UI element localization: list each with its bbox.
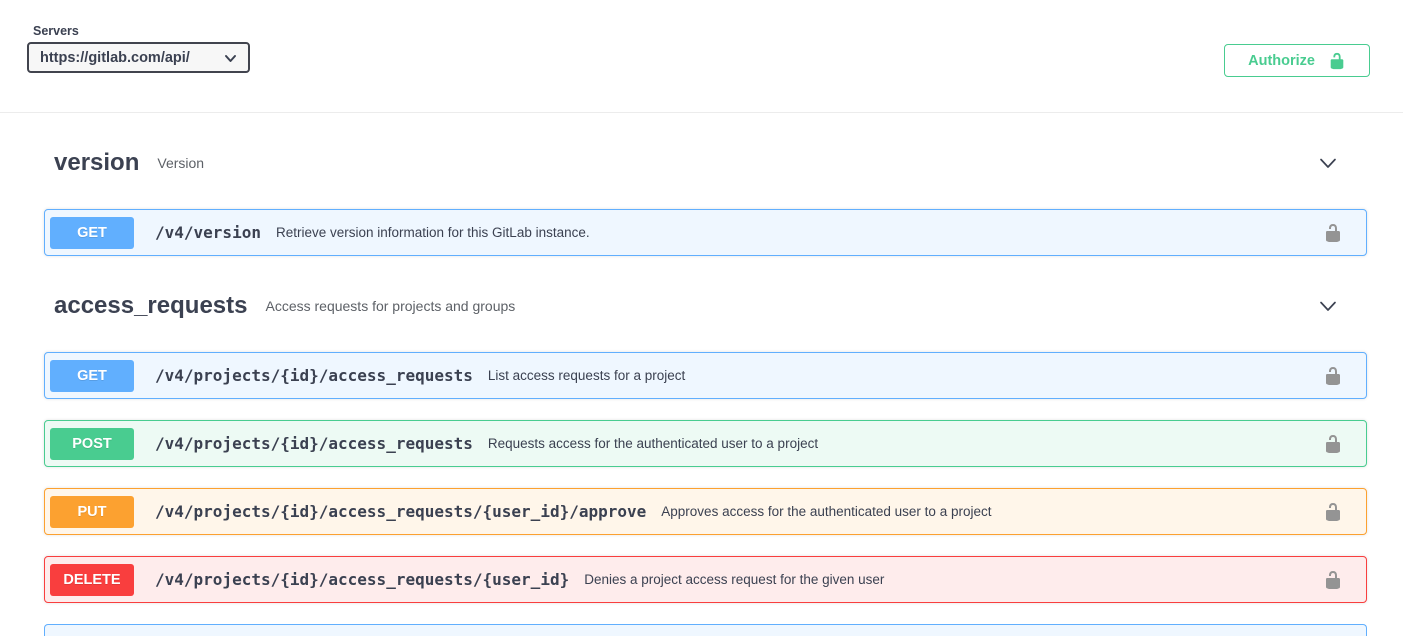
endpoint-row-put-approve[interactable]: PUT /v4/projects/{id}/access_requests/{u…	[44, 488, 1367, 535]
authorize-label: Authorize	[1248, 52, 1315, 69]
section-header-access-requests[interactable]: access_requests Access requests for proj…	[44, 288, 1367, 324]
endpoint-path: /v4/projects/{id}/access_requests	[155, 366, 473, 385]
method-badge: DELETE	[50, 563, 134, 596]
servers-label: Servers	[33, 24, 79, 38]
endpoint-summary: Approves access for the authenticated us…	[661, 504, 992, 519]
method-badge: POST	[50, 427, 134, 460]
auth-lock-button[interactable]	[1319, 362, 1347, 390]
api-operations: version Version GET /v4/version Retrieve…	[0, 145, 1403, 636]
chevron-down-icon[interactable]	[1317, 295, 1339, 317]
section-description: Version	[157, 155, 205, 171]
section-version: version Version GET /v4/version Retrieve…	[44, 145, 1367, 256]
endpoint-summary: Requests access for the authenticated us…	[487, 436, 819, 451]
unlock-icon	[1326, 223, 1340, 242]
authorize-button[interactable]: Authorize	[1224, 44, 1370, 77]
method-badge: PUT	[50, 495, 134, 528]
section-title: version	[54, 149, 140, 176]
endpoint-path: /v4/projects/{id}/access_requests	[155, 434, 473, 453]
section-header-version[interactable]: version Version	[44, 145, 1367, 181]
auth-lock-button[interactable]	[1319, 566, 1347, 594]
endpoint-row-get-version[interactable]: GET /v4/version Retrieve version informa…	[44, 209, 1367, 256]
endpoint-row-get-access-requests[interactable]: GET /v4/projects/{id}/access_requests Li…	[44, 352, 1367, 399]
endpoint-row-post-access-requests[interactable]: POST /v4/projects/{id}/access_requests R…	[44, 420, 1367, 467]
auth-lock-button[interactable]	[1319, 430, 1347, 458]
endpoint-summary: Denies a project access request for the …	[584, 572, 885, 587]
endpoint-summary: List access requests for a project	[487, 368, 686, 383]
unlock-icon	[1328, 52, 1346, 70]
scheme-container: Servers https://gitlab.com/api/ Authoriz…	[0, 0, 1403, 113]
endpoint-summary: Retrieve version information for this Gi…	[275, 225, 590, 240]
unlock-icon	[1326, 570, 1340, 589]
auth-lock-button[interactable]	[1319, 498, 1347, 526]
server-select-wrap: https://gitlab.com/api/	[27, 42, 250, 73]
unlock-icon	[1326, 366, 1340, 385]
section-description: Access requests for projects and groups	[265, 298, 516, 314]
auth-lock-button[interactable]	[1319, 219, 1347, 247]
next-endpoint-row-partial[interactable]	[44, 624, 1367, 636]
chevron-down-icon[interactable]	[1317, 152, 1339, 174]
server-select[interactable]: https://gitlab.com/api/	[27, 42, 250, 73]
unlock-icon	[1326, 434, 1340, 453]
unlock-icon	[1326, 502, 1340, 521]
section-title: access_requests	[54, 292, 248, 319]
section-access-requests: access_requests Access requests for proj…	[44, 288, 1367, 636]
endpoint-row-delete-access-request[interactable]: DELETE /v4/projects/{id}/access_requests…	[44, 556, 1367, 603]
method-badge: GET	[50, 216, 134, 249]
endpoint-path: /v4/projects/{id}/access_requests/{user_…	[155, 502, 647, 521]
endpoint-path: /v4/projects/{id}/access_requests/{user_…	[155, 570, 570, 589]
method-badge: GET	[50, 359, 134, 392]
servers-block: Servers https://gitlab.com/api/	[27, 24, 250, 73]
endpoint-path: /v4/version	[155, 223, 261, 242]
